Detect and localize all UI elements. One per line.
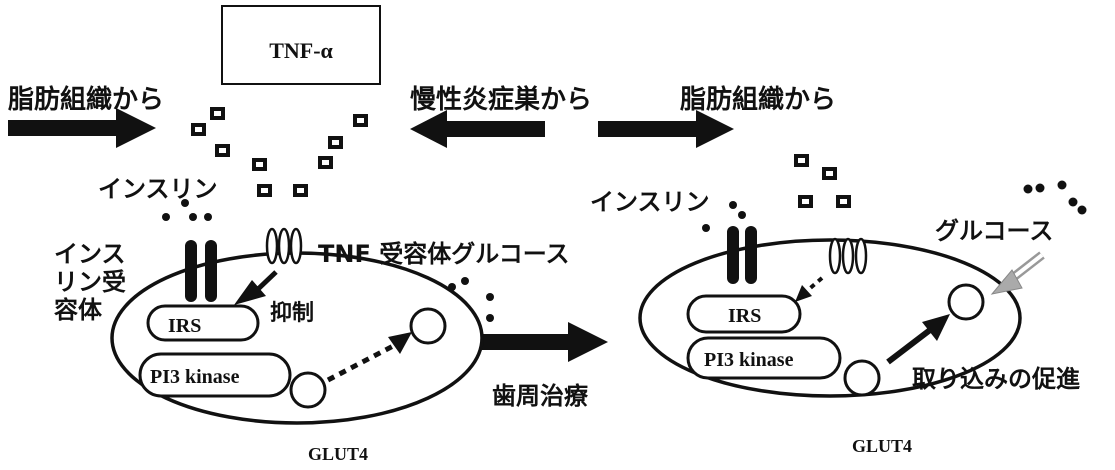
glut4-membrane-right (947, 283, 985, 321)
glut4-membrane-left (409, 307, 447, 345)
dotted-translocation-arrow (326, 332, 412, 383)
inhibition-arrow (234, 270, 278, 305)
irs-box-right (686, 294, 802, 334)
irs-label-left: IRS (168, 315, 201, 337)
from-chronic-inflammation-label: 慢性炎症巣から (410, 84, 592, 115)
insulin-receptor-label-line3: 容体 (54, 296, 103, 324)
insulin-label-right: インスリン (590, 188, 710, 216)
pi3-kinase-box-right (686, 336, 842, 380)
glucose-label-right: グルコース (935, 217, 1053, 245)
irs-box-left (146, 304, 260, 342)
tnf-receptor-left (265, 227, 303, 265)
insulin-dots-right (702, 201, 746, 232)
tnf-receptor-glucose-label: TNF 受容体グルコース (318, 240, 570, 268)
weakened-inhibition-arrow (795, 276, 824, 302)
insulin-label-left: インスリン (98, 175, 218, 203)
tnf-receptor-right (828, 237, 868, 275)
arrow-from-adipose-right (598, 110, 734, 148)
insulin-receptor-label-line2: リン受 (54, 268, 126, 296)
inhibition-label: 抑制 (270, 301, 314, 326)
insulin-receptor-left (185, 240, 217, 302)
tnf-alpha-molecules-right (794, 154, 851, 208)
tnf-alpha-box: TNF-α (221, 5, 381, 85)
periodontal-treatment-label: 歯周治療 (492, 382, 589, 410)
glucose-dots-right (1023, 180, 1087, 215)
pi3-kinase-label-left: PI3 kinase (150, 366, 240, 388)
pi3-kinase-box-left (138, 352, 292, 398)
translocation-arrow-right (886, 314, 950, 365)
glut4-label-left: GLUT4 (308, 444, 368, 464)
insulin-dots-left (162, 199, 212, 221)
arrow-from-adipose-left (8, 108, 156, 148)
tnf-alpha-molecules-left (191, 107, 368, 197)
arrow-from-chronic-inflammation (410, 110, 545, 148)
glut4-vesicle-right (843, 359, 881, 397)
glut4-label-right: GLUT4 (852, 436, 912, 456)
pi3-kinase-label-right: PI3 kinase (704, 349, 794, 371)
uptake-promotion-label: 取り込みの促進 (912, 365, 1080, 393)
from-adipose-label-right: 脂肪組織から (680, 84, 836, 115)
glut4-vesicle-left (289, 371, 327, 409)
irs-label-right: IRS (728, 305, 761, 327)
tnf-alpha-label: TNF-α (269, 38, 333, 63)
from-adipose-label-left: 脂肪組織から (8, 84, 164, 115)
glucose-uptake-arrow (990, 251, 1045, 295)
insulin-receptor-label-line1: インス (54, 240, 126, 268)
arrow-periodontal-treatment (480, 322, 608, 362)
insulin-receptor-right (727, 226, 757, 284)
